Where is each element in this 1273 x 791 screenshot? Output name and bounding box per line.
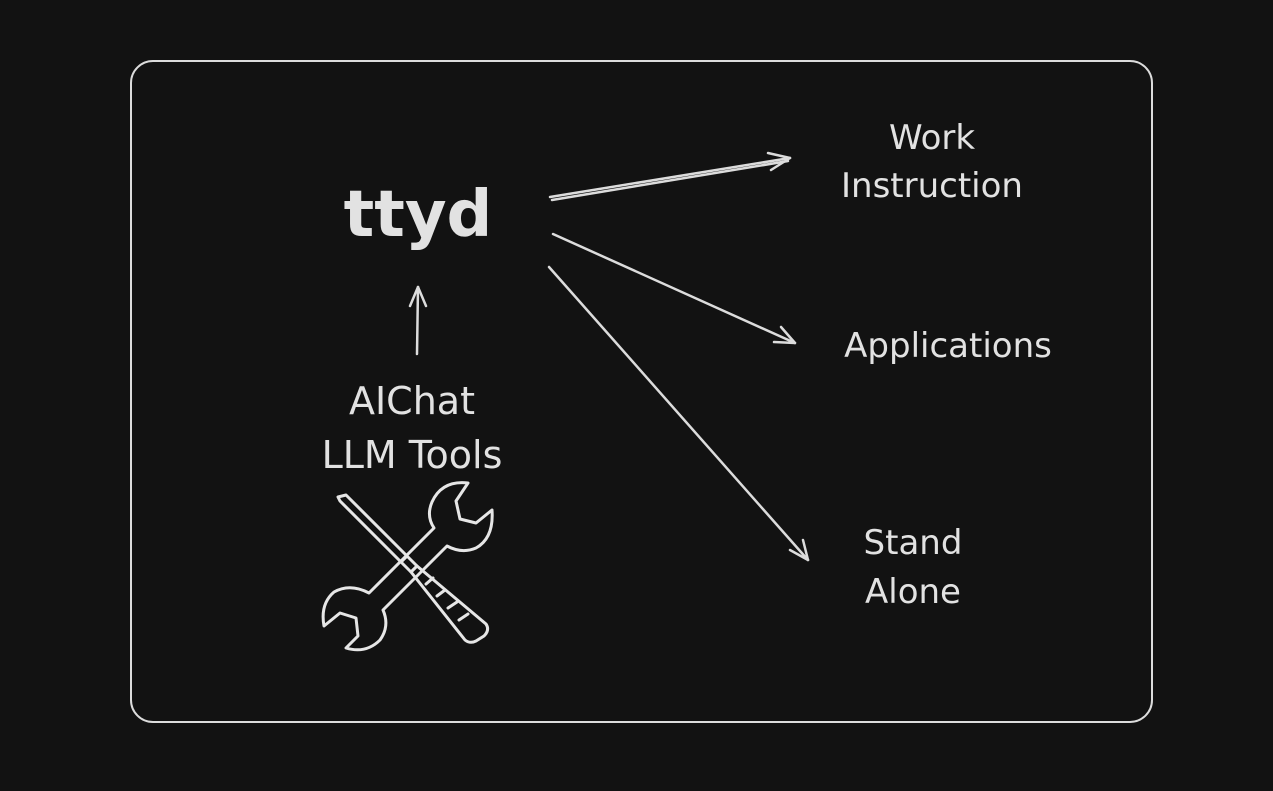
aichat-label: AIChat — [349, 379, 475, 423]
arrow-tools-to-ttyd — [408, 285, 428, 356]
work-label: Work — [889, 118, 975, 158]
ttyd-label: ttyd — [344, 178, 493, 252]
alone-label: Alone — [865, 572, 961, 612]
wrench-screwdriver-icon — [321, 481, 494, 652]
diagram-frame — [130, 60, 1153, 723]
arrow-ttyd-to-stand-alone — [547, 265, 810, 562]
arrow-ttyd-to-work-instruction — [548, 151, 792, 202]
instruction-label: Instruction — [841, 166, 1023, 206]
llm-tools-label: LLM Tools — [322, 433, 503, 477]
applications-label: Applications — [844, 326, 1052, 366]
arrow-ttyd-to-applications — [551, 232, 797, 345]
stand-label: Stand — [864, 523, 963, 563]
